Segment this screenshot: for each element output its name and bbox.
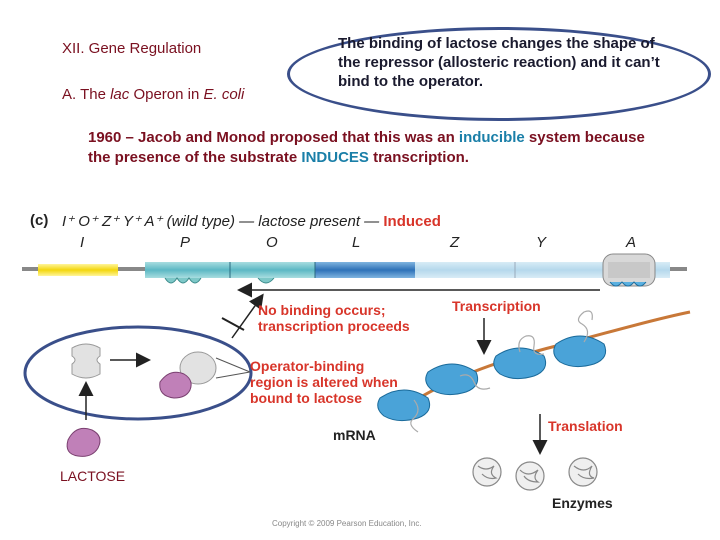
repressor-bound xyxy=(160,352,216,398)
ribosomes xyxy=(378,336,606,421)
operator-binding-label: Operator-binding region is altered when … xyxy=(250,358,398,406)
no-binding-label: No binding occurs; transcription proceed… xyxy=(258,302,410,334)
block-cross xyxy=(222,318,244,330)
gene-i-segment xyxy=(38,264,118,276)
promoter-segment xyxy=(145,262,230,278)
promoter-bumps xyxy=(165,278,201,283)
operator-pointer-2 xyxy=(216,372,250,378)
mrna-label: mRNA xyxy=(333,427,376,443)
operator-bump xyxy=(258,278,274,283)
lactose-molecule xyxy=(67,428,100,456)
dna-strand xyxy=(22,262,687,278)
enzymes-label: Enzymes xyxy=(552,495,613,511)
operator-segment xyxy=(230,262,315,278)
translation-label: Translation xyxy=(548,418,623,434)
repressor-free xyxy=(72,344,100,378)
lactose-label: LACTOSE xyxy=(60,468,125,484)
gene-y-segment xyxy=(415,262,515,278)
gene-z-segment xyxy=(315,262,415,278)
enzymes xyxy=(473,458,597,490)
repressor-highlight-oval xyxy=(25,327,251,419)
rna-polymerase xyxy=(603,254,655,286)
copyright-text: Copyright © 2009 Pearson Education, Inc. xyxy=(272,519,422,528)
transcription-label: Transcription xyxy=(452,298,541,314)
